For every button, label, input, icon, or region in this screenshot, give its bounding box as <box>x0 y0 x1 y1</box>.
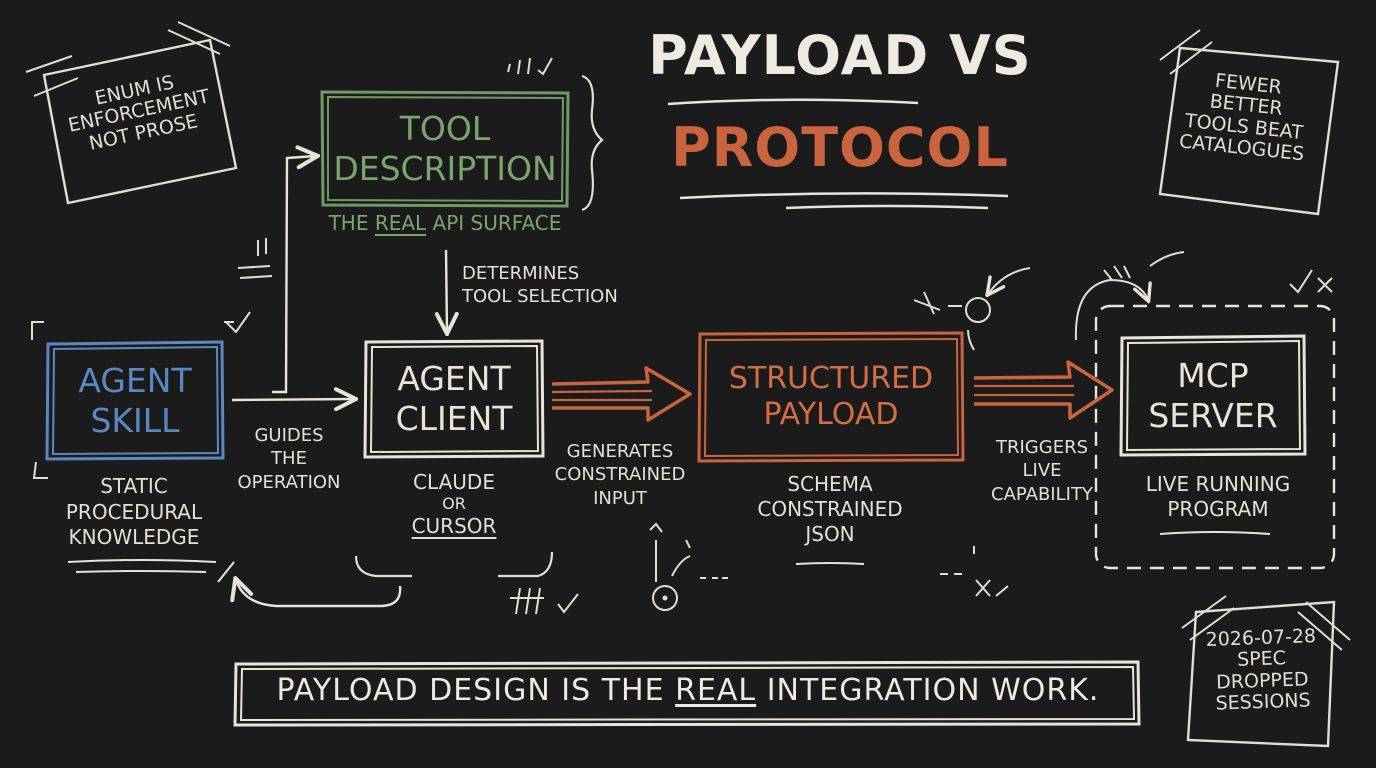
check-x-icon <box>1289 269 1333 294</box>
title-underline-double <box>679 192 1009 210</box>
sticky-note-frame-bottom-right <box>1181 595 1351 748</box>
agent-client-node: AGENT CLIENT <box>395 359 513 438</box>
tool-description-caption: THE REAL API SURFACE <box>328 211 562 235</box>
mcp-server-caption: LIVE RUNNING PROGRAM <box>1145 472 1291 521</box>
server-hook-arrow <box>1074 278 1148 341</box>
sticky-note-bottom-right: 2026-07-28 SPEC DROPPED SESSIONS <box>1205 625 1317 715</box>
arrow-skill-to-description <box>272 156 316 394</box>
brace-icon <box>581 74 604 212</box>
corner-bracket-icon <box>31 321 234 479</box>
arrow-skill-to-client <box>231 399 354 400</box>
arrow-payload-to-server <box>973 360 1114 420</box>
edge-label-determines: DETERMINES TOOL SELECTION <box>462 263 618 308</box>
title-underline <box>667 98 919 106</box>
edge-label-generates: GENERATES CONSTRAINED INPUT <box>554 441 686 509</box>
sticky-note-frame-top-right <box>1158 29 1340 216</box>
edge-label-guides: GUIDES THE OPERATION <box>237 425 341 493</box>
title-line-1: PAYLOAD VS <box>648 24 1032 87</box>
dashed-cross-icon <box>940 546 1009 597</box>
agent-skill-box <box>45 340 225 461</box>
structured-payload-caption: SCHEMA CONSTRAINED JSON <box>757 472 903 546</box>
agent-client-caption: CLAUDE OR CURSOR <box>411 470 497 538</box>
equals-marks-icon <box>237 238 273 279</box>
mcp-server-node: MCP SERVER <box>1148 356 1278 435</box>
json-caption-underline <box>795 562 865 565</box>
feedback-loop-arrow <box>236 580 402 608</box>
target-doodle-icon <box>649 522 728 582</box>
skill-caption-underline <box>67 559 217 573</box>
tool-description-node: TOOL DESCRIPTION <box>333 109 557 188</box>
footer-frame <box>233 660 1141 727</box>
tally-marks-icon <box>507 57 553 76</box>
curved-arrow-icon <box>967 267 1031 351</box>
arrow-client-to-payload <box>551 366 692 422</box>
node-doodle-icon <box>913 291 962 315</box>
arrow-description-to-client <box>446 249 447 332</box>
title-line-2: PROTOCOL <box>671 116 1009 179</box>
runtime-boundary-dashed <box>1094 304 1336 570</box>
target-dot-icon <box>662 595 668 601</box>
bracket-marks <box>217 551 554 583</box>
circle-doodle-icon <box>965 297 991 323</box>
server-caption-underline <box>1159 531 1271 535</box>
agent-skill-node: AGENT SKILL <box>78 361 192 440</box>
edge-label-triggers: TRIGGERS LIVE CAPABILITY <box>991 437 1093 505</box>
check-mark-icon <box>225 311 251 334</box>
agent-skill-caption: STATIC PROCEDURAL KNOWLEDGE <box>65 474 203 550</box>
agent-client-box <box>363 339 545 459</box>
sticky-note-top-right: FEWER BETTER TOOLS BEAT CATALOGUES <box>1178 69 1306 166</box>
hash-marks-icon <box>1103 251 1185 281</box>
tool-description-box <box>320 90 570 208</box>
structured-payload-node: STRUCTURED PAYLOAD <box>728 361 934 432</box>
footer-statement: PAYLOAD DESIGN IS THE REAL INTEGRATION W… <box>276 673 1100 708</box>
mcp-server-box <box>1119 334 1307 457</box>
tally-check-icon <box>510 587 579 615</box>
sticky-note-frame-top-left <box>25 21 238 205</box>
structured-payload-box <box>697 331 965 463</box>
target-circle-icon <box>652 585 678 611</box>
